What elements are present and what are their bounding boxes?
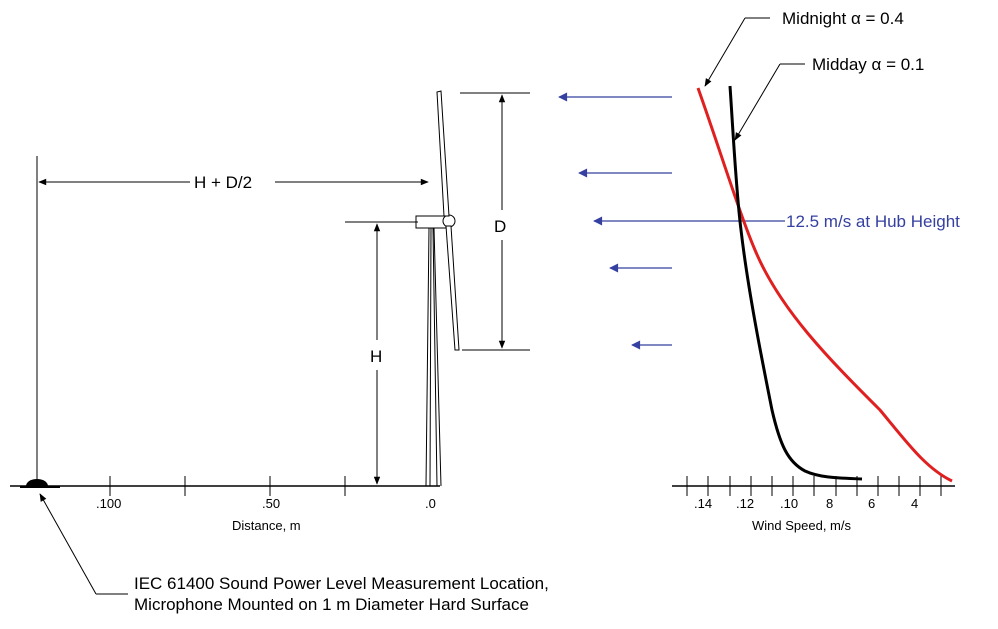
midday-label: Midday α = 0.1 (812, 55, 924, 74)
wind-arrows (558, 92, 785, 350)
wind-tick-4: 4 (911, 496, 918, 511)
microphone-dome (26, 479, 48, 486)
midday-profile-curve (728, 85, 863, 481)
distance-axis-label: Distance, m (232, 518, 301, 533)
turbine-nacelle (415, 215, 447, 229)
iec-leader-diagonal (39, 493, 97, 595)
hub-height-speed-label: 12.5 m/s at Hub Height (786, 212, 960, 231)
midday-leader-diag (734, 63, 781, 141)
h-label: H (370, 347, 382, 366)
h-plus-d2-label: H + D/2 (194, 173, 252, 192)
wind-tick-10: .10 (780, 496, 798, 511)
iec-label-line2: Microphone Mounted on 1 m Diameter Hard … (134, 595, 529, 614)
wind-tick-6: 6 (868, 496, 875, 511)
turbine-hub (442, 214, 456, 228)
distance-tick-0: .0 (425, 496, 436, 511)
wind-tick-12: .12 (736, 496, 754, 511)
turbine-tower (425, 227, 442, 487)
turbine-blades (436, 90, 460, 351)
wind-speed-ticks (686, 476, 942, 496)
d-label: D (494, 217, 506, 236)
distance-ticks (109, 476, 346, 496)
iec-label-line1: IEC 61400 Sound Power Level Measurement … (134, 574, 549, 593)
wind-axis-label: Wind Speed, m/s (752, 518, 851, 533)
wind-tick-8: 8 (826, 496, 833, 511)
wind-tick-14: .14 (694, 496, 712, 511)
distance-tick-100: .100 (96, 496, 121, 511)
midnight-profile-curve (696, 87, 953, 483)
midnight-label: Midnight α = 0.4 (782, 9, 904, 28)
distance-tick-50: .50 (262, 496, 280, 511)
midnight-leader-diag (704, 17, 746, 87)
